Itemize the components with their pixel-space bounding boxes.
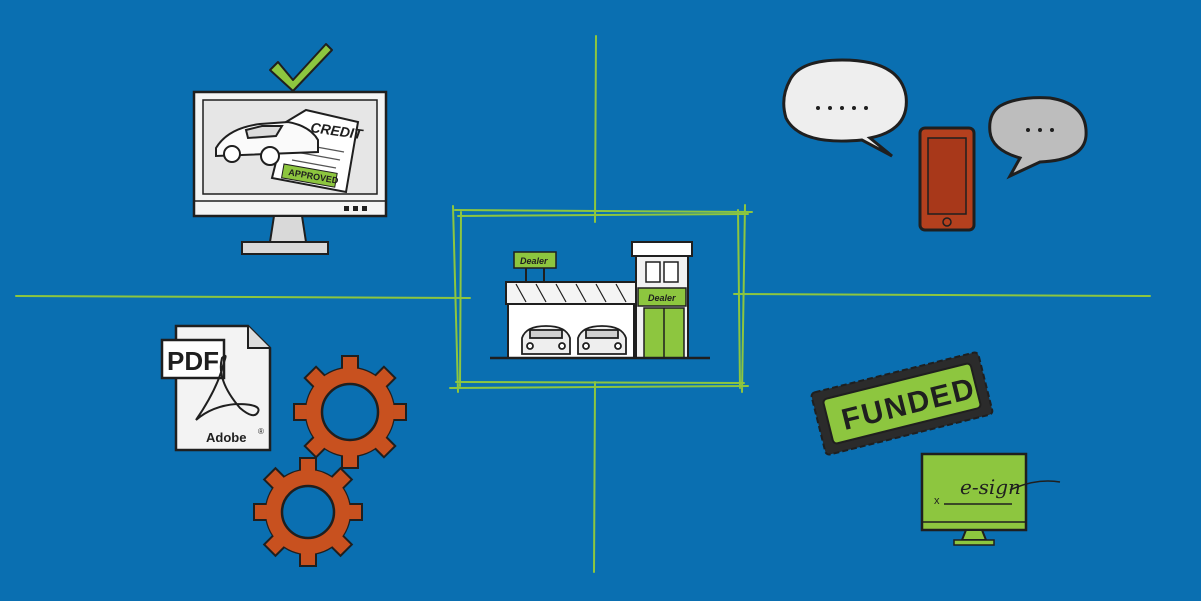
esign-x-mark: x [934, 495, 940, 507]
gear-lower [253, 457, 363, 567]
gear-icon [253, 355, 407, 567]
dealer-roof-text: Dealer [520, 256, 548, 266]
sketch-lines [15, 35, 1151, 573]
speech-bubble-icon [782, 58, 1088, 180]
monitor-base [241, 241, 329, 255]
center-frame [449, 204, 753, 393]
checkmark-icon [269, 43, 333, 92]
pdf-registered-mark: ® [258, 427, 264, 436]
credit-label: CREDIT [310, 119, 365, 142]
desktop-monitor-icon: CREDIT APPROVED [192, 90, 388, 255]
showroom-cars [521, 325, 627, 355]
monitor-stand [268, 215, 308, 243]
approved-stamp [280, 163, 338, 188]
pdf-badge [160, 338, 226, 380]
top-vertical-line [594, 35, 597, 223]
pdf-brand-text: Adobe [206, 430, 246, 445]
speech-bubble-small [988, 96, 1088, 180]
esign-screen [920, 452, 1028, 532]
e-signature-monitor-icon: x e-sign [920, 452, 1061, 546]
car-sketch [215, 120, 319, 166]
left-horizontal-line [15, 295, 471, 299]
stamp-icon: FUNDED [810, 351, 994, 456]
esign-signature-text: e-sign [960, 475, 1021, 499]
car-dealership-icon: Dealer Dealer [490, 241, 710, 360]
pdf-badge-text: PDF [167, 346, 219, 376]
stamp-face [822, 362, 982, 445]
smartphone-icon [918, 126, 976, 232]
right-horizontal-line [733, 293, 1151, 297]
pdf-document-icon: PDF Adobe ® [160, 324, 272, 452]
dealer-store-sign [637, 287, 687, 307]
dealer-store-text: Dealer [648, 293, 676, 303]
acrobat-logo [195, 354, 260, 421]
bottom-vertical-line [593, 381, 596, 573]
dealer-roof-sign [513, 251, 557, 269]
speech-bubble-large [782, 58, 908, 158]
gear-upper [293, 355, 407, 469]
